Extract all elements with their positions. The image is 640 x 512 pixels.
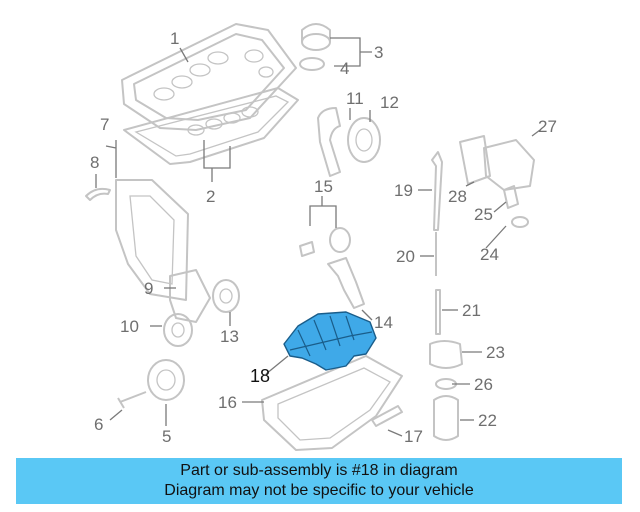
banner-line-1: Part or sub-assembly is #18 in diagram <box>180 462 458 479</box>
part-2-cover-gasket <box>123 87 299 165</box>
part-19-dipstick <box>431 151 443 231</box>
callout-13: 13 <box>220 327 239 346</box>
part-22-oil-filter <box>433 395 459 441</box>
part-28-gasket <box>459 135 491 185</box>
callout-23: 23 <box>486 343 505 362</box>
callout-9: 9 <box>144 279 153 298</box>
info-banner: Part or sub-assembly is #18 in diagram D… <box>16 458 622 504</box>
callout-16: 16 <box>218 393 237 412</box>
part-7-timing-cover <box>115 179 189 301</box>
callout-24: 24 <box>480 245 499 264</box>
part-18-baffle-highlighted <box>283 311 377 371</box>
part-9-mount <box>169 269 211 323</box>
callout-27: 27 <box>538 117 557 136</box>
part-5-crank-pulley <box>147 359 185 401</box>
callout-numbers: 1 2 3 4 5 6 7 8 9 10 11 12 13 14 15 16 1… <box>90 29 557 446</box>
callout-3: 3 <box>374 43 383 62</box>
part-27-pump-housing <box>483 139 535 191</box>
callout-4: 4 <box>340 59 349 78</box>
part-23-filter-housing <box>429 340 463 369</box>
part-8-bracket <box>85 187 111 201</box>
part-3-filler-cap <box>301 23 331 51</box>
part-1-valve-cover <box>121 23 297 131</box>
callout-18: 18 <box>250 366 270 386</box>
leader-lines <box>95 37 541 437</box>
callout-11: 11 <box>346 89 364 108</box>
part-12-cam-gear <box>347 117 381 163</box>
callout-19: 19 <box>394 181 413 200</box>
callout-20: 20 <box>396 247 415 266</box>
part-16-oil-pan <box>261 355 403 451</box>
callout-17: 17 <box>404 427 423 446</box>
callout-25: 25 <box>474 205 493 224</box>
callout-1: 1 <box>170 29 179 48</box>
part-15-tensioner <box>299 227 351 257</box>
part-4-cap-seal <box>299 57 325 71</box>
callout-28: 28 <box>448 187 467 206</box>
callout-8: 8 <box>90 153 99 172</box>
part-10-sprocket <box>163 313 193 347</box>
callout-2: 2 <box>206 187 215 206</box>
callout-21: 21 <box>462 301 481 320</box>
part-17-drain <box>371 405 403 427</box>
callout-5: 5 <box>162 427 171 446</box>
callout-7: 7 <box>100 115 109 134</box>
callout-22: 22 <box>478 411 497 430</box>
part-13-idler <box>212 279 240 313</box>
callout-26: 26 <box>474 375 493 394</box>
part-24-o-ring <box>511 216 529 228</box>
part-14-oil-pump-bracket <box>327 257 365 309</box>
part-25-spring <box>503 185 519 209</box>
part-6-bolt <box>117 391 147 409</box>
callout-6: 6 <box>94 415 103 434</box>
callout-15: 15 <box>314 177 333 196</box>
callout-10: 10 <box>120 317 139 336</box>
part-21-tube-fitting <box>435 289 441 335</box>
callout-12: 12 <box>380 93 399 112</box>
callout-14: 14 <box>374 313 393 332</box>
part-11-timing-belt <box>317 107 341 177</box>
banner-line-2: Diagram may not be specific to your vehi… <box>164 482 474 499</box>
